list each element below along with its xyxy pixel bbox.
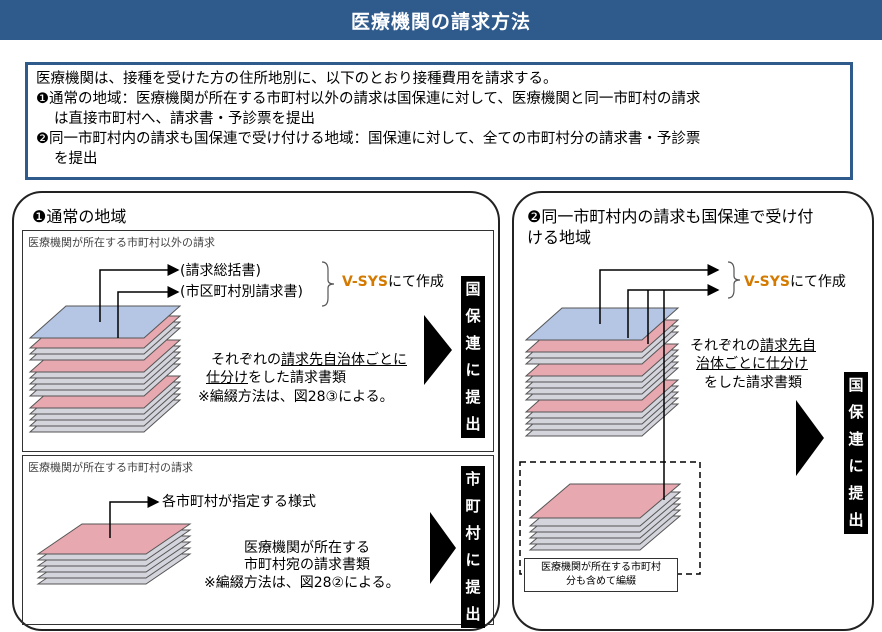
summary-line-3b: を提出 bbox=[54, 151, 98, 167]
other-municipality-header: 医療機関が所在する市町村以外の請求 bbox=[28, 236, 215, 249]
summary-line-2b: は直接市町村へ、請求書・予診票を提出 bbox=[54, 111, 315, 127]
right-panel-title-2: ける地域 bbox=[527, 228, 592, 247]
summary-box: 医療機関は、接種を受けた方の住所地別に、以下のとおり接種費用を請求する。 ❶通常… bbox=[25, 62, 853, 180]
left-brace bbox=[321, 261, 335, 307]
left-binding-note: ※編綴方法は、図28③による。 bbox=[198, 389, 394, 405]
municipal-invoice-label: (市区町村別請求書) bbox=[180, 284, 303, 300]
same-municipality-box: 医療機関が所在する市町村の請求 bbox=[22, 455, 494, 625]
right-sort-desc-2: 治体ごとに仕分け bbox=[696, 356, 808, 372]
submit-to-kokuhoren-left: 国保連に提出 bbox=[461, 276, 485, 438]
page-title: 医療機関の請求方法 bbox=[350, 10, 531, 33]
summary-invoice-label: (請求総括書) bbox=[180, 263, 261, 279]
other-municipality-box: 医療機関が所在する市町村以外の請求 bbox=[22, 230, 494, 452]
right-panel bbox=[512, 191, 874, 631]
left-bottom-chevron bbox=[430, 512, 456, 584]
right-brace bbox=[727, 261, 741, 299]
include-local-note: 医療機関が所在する市町村 分も含めて編綴 bbox=[524, 558, 678, 592]
right-chevron bbox=[796, 400, 824, 476]
title-bar: 医療機関の請求方法 bbox=[0, 0, 882, 40]
right-sort-desc-3: をした請求書類 bbox=[704, 375, 802, 391]
left-top-arrows bbox=[99, 264, 180, 338]
submit-to-municipality: 市町村に提出 bbox=[461, 466, 485, 628]
same-municipality-header: 医療機関が所在する市町村の請求 bbox=[28, 461, 193, 474]
summary-line-2a: ❶通常の地域：医療機関が所在する市町村以外の請求は国保連に対して、医療機関と同一… bbox=[36, 91, 701, 107]
left-panel bbox=[12, 191, 500, 631]
left-panel-title: ❶通常の地域 bbox=[32, 207, 127, 226]
left-sort-desc-2: 仕分けをした請求書類 bbox=[206, 370, 346, 386]
right-panel-title-1: ❷同一市町村内の請求も国保連で受け付 bbox=[527, 207, 814, 226]
local-invoice-desc-1: 医療機関が所在する bbox=[244, 540, 370, 556]
right-sort-desc-1: それぞれの請求先自 bbox=[690, 338, 816, 354]
local-binding-note: ※編綴方法は、図28②による。 bbox=[204, 575, 400, 591]
summary-line-3a: ❷同一市町村内の請求も国保連で受け付ける地域：国保連に対して、全ての市町村分の請… bbox=[36, 131, 701, 147]
submit-to-kokuhoren-right: 国保連に提出 bbox=[844, 372, 868, 534]
left-vsys-label: V-SYSにて作成 bbox=[342, 274, 444, 290]
right-vsys-label: V-SYSにて作成 bbox=[744, 274, 846, 290]
right-bottom-stack bbox=[528, 483, 682, 551]
left-sort-desc-1: それぞれの請求先自治体ごとに bbox=[211, 352, 407, 368]
right-arrows bbox=[599, 264, 720, 500]
left-bottom-stack bbox=[36, 523, 192, 585]
local-invoice-desc-2: 市町村宛の請求書類 bbox=[244, 557, 370, 573]
left-top-chevron bbox=[424, 315, 452, 385]
municipal-format-label: 各市町村が指定する様式 bbox=[162, 494, 316, 510]
right-document-stack bbox=[524, 307, 680, 437]
left-document-stack bbox=[28, 305, 182, 433]
left-bottom-arrow bbox=[109, 496, 160, 538]
summary-line-1: 医療機関は、接種を受けた方の住所地別に、以下のとおり接種費用を請求する。 bbox=[36, 71, 558, 87]
